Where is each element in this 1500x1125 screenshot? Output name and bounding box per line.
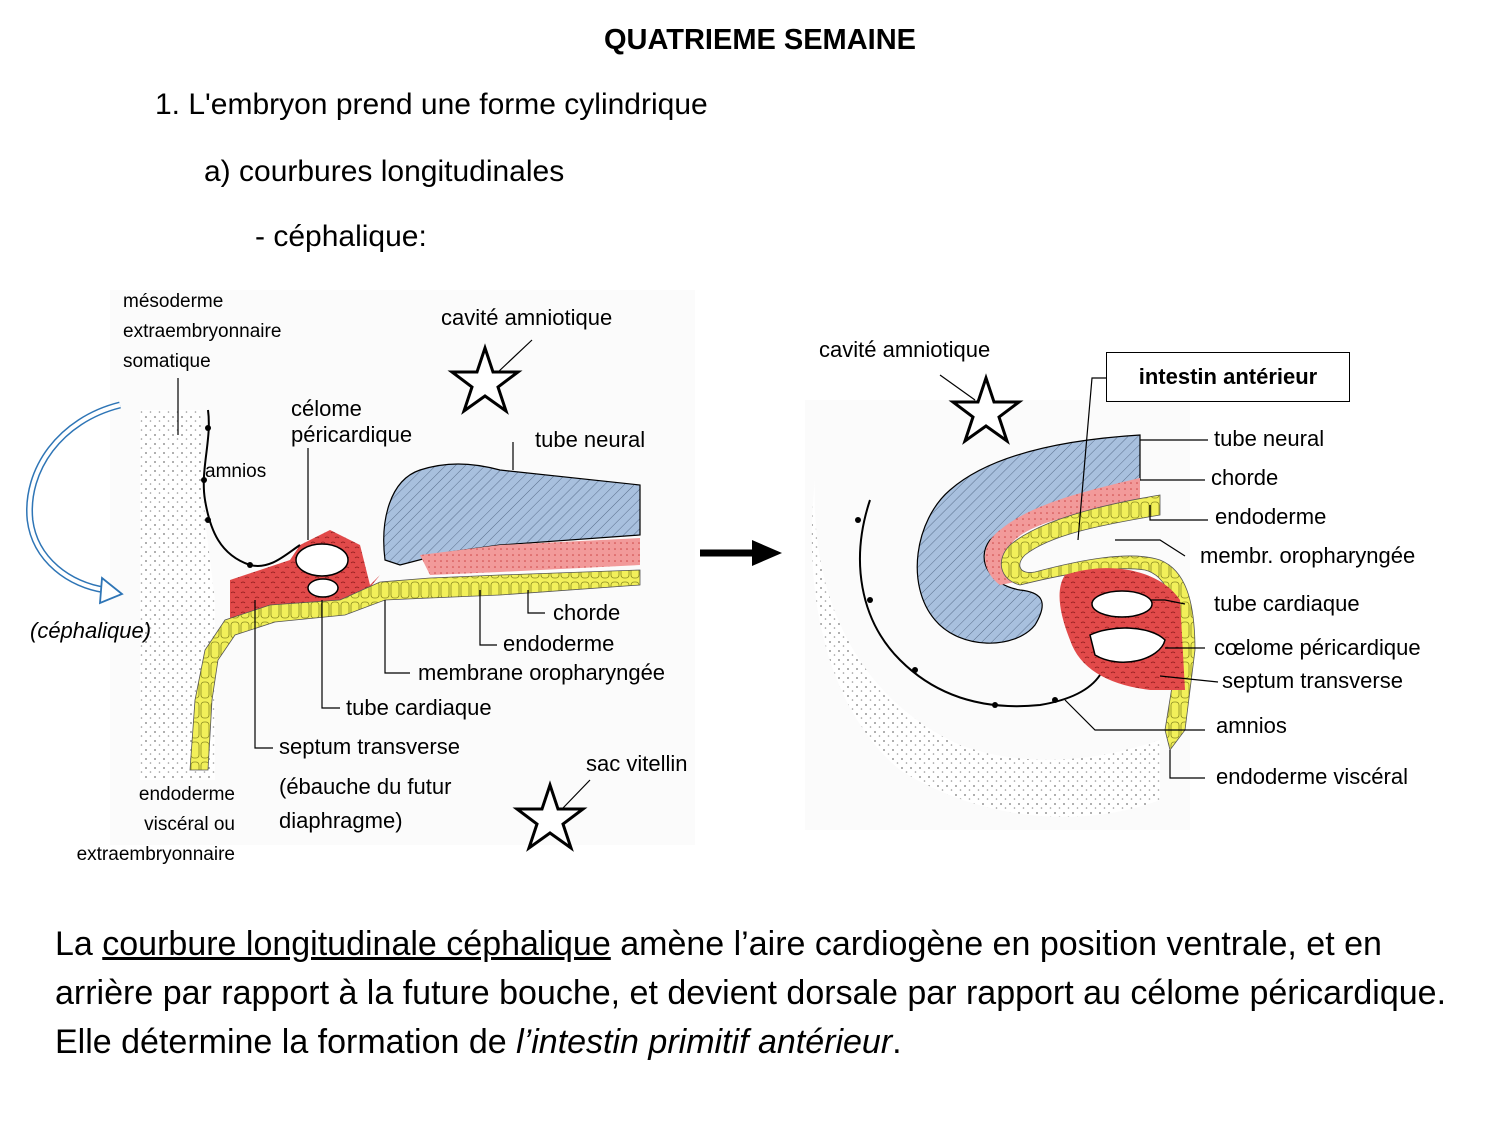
left-diagram: [26, 290, 695, 852]
left-curve-arrow-outer: [26, 401, 121, 594]
left-celome-cavity: [295, 543, 349, 577]
left-endoderm: [189, 569, 641, 771]
label-coelome-pericardique: cœlome péricardique: [1214, 635, 1421, 660]
label-tube-neural-left: tube neural: [535, 427, 646, 452]
transition-arrow: [700, 540, 782, 566]
heading-1: 1. L'embryon prend une forme cylindrique: [155, 88, 708, 121]
label-membr-oropharyngee: membr. oropharyngée: [1200, 543, 1416, 568]
label-amnios-left: amnios: [205, 461, 267, 482]
label-chorde-left: chorde: [553, 600, 621, 625]
label-chorde-right: chorde: [1211, 465, 1279, 490]
right-star-cavite-icon: [948, 373, 1024, 445]
label-septum-transverse-right: septum transverse: [1222, 668, 1403, 693]
label-sac-vitellin: sac vitellin: [586, 751, 688, 776]
right-coelome-cavity: [1089, 627, 1166, 663]
heading-3: - céphalique:: [255, 220, 427, 253]
label-tube-cardiaque-left: tube cardiaque: [346, 695, 492, 720]
left-star-sac-icon: [512, 780, 588, 852]
label-tube-neural-right: tube neural: [1214, 426, 1325, 451]
left-star-cavite-icon: [447, 343, 523, 415]
label-mesoderme: mésoderme extraembryonnaire somatique: [123, 291, 282, 372]
explanation-paragraph: La courbure longitudinale céphalique amè…: [55, 925, 1447, 1061]
left-neural-tube: [383, 463, 641, 566]
label-endoderme-left: endoderme: [503, 631, 615, 656]
right-diagram: [805, 373, 1219, 830]
label-cavite-amniotique-right: cavité amniotique: [819, 337, 991, 362]
left-chorde: [420, 538, 640, 575]
left-curve-arrowhead-icon: [98, 576, 124, 605]
label-septum-transverse-left: septum transverse: [279, 734, 460, 759]
right-mesoderm-stipple: [811, 480, 1160, 817]
label-celome-pericardique: célome péricardique: [291, 396, 413, 447]
right-tube-cardiaque-shape: [1091, 590, 1153, 618]
label-endoderme-right: endoderme: [1215, 504, 1327, 529]
left-mesoderm-stipple: [140, 410, 215, 780]
heading-2: a) courbures longitudinales: [204, 155, 565, 188]
page-title: QUATRIEME SEMAINE: [603, 24, 917, 56]
label-tube-cardiaque-right: tube cardiaque: [1214, 591, 1360, 616]
label-membrane-oropharyngee: membrane oropharyngée: [418, 660, 666, 685]
right-endoderm: [1000, 494, 1196, 751]
label-endoderme-visceral-left: endoderme viscéral ou extraembryonnaire: [76, 784, 235, 865]
label-ebauche-diaphragme: (ébauche du futur diaphragme): [279, 774, 452, 833]
right-amnios-line: [859, 499, 1101, 708]
label-amnios-right: amnios: [1216, 713, 1287, 738]
underlined-term: courbure longitudinale céphalique: [102, 925, 611, 963]
label-endoderme-visceral-right: endoderme viscéral: [1216, 764, 1408, 789]
label-cephalique-arrow: (céphalique): [30, 618, 152, 643]
right-chorde: [985, 478, 1140, 585]
left-tube-cardiaque-shape: [307, 578, 339, 598]
left-amnios-line: [202, 409, 301, 567]
label-intestin-anterieur: intestin antérieur: [1106, 352, 1350, 402]
label-cavite-amniotique-left: cavité amniotique: [441, 305, 613, 330]
right-arrow-icon: [752, 540, 782, 566]
italic-term: l’intestin primitif antérieur: [516, 1023, 893, 1061]
